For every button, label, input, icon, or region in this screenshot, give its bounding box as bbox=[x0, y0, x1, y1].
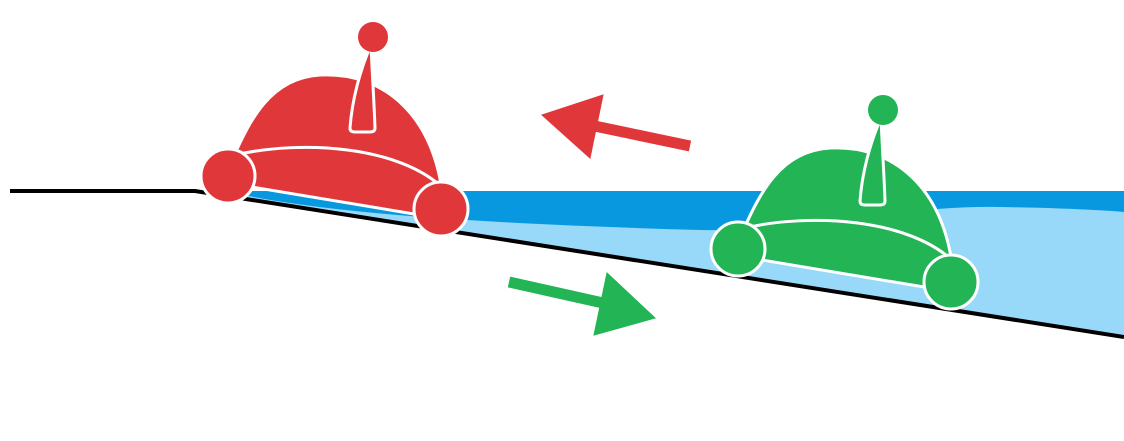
ground-slope-line bbox=[10, 189, 1124, 339]
red-arrow-up-slope-icon bbox=[541, 94, 692, 159]
green-arrow-down-slope-icon bbox=[507, 272, 656, 336]
